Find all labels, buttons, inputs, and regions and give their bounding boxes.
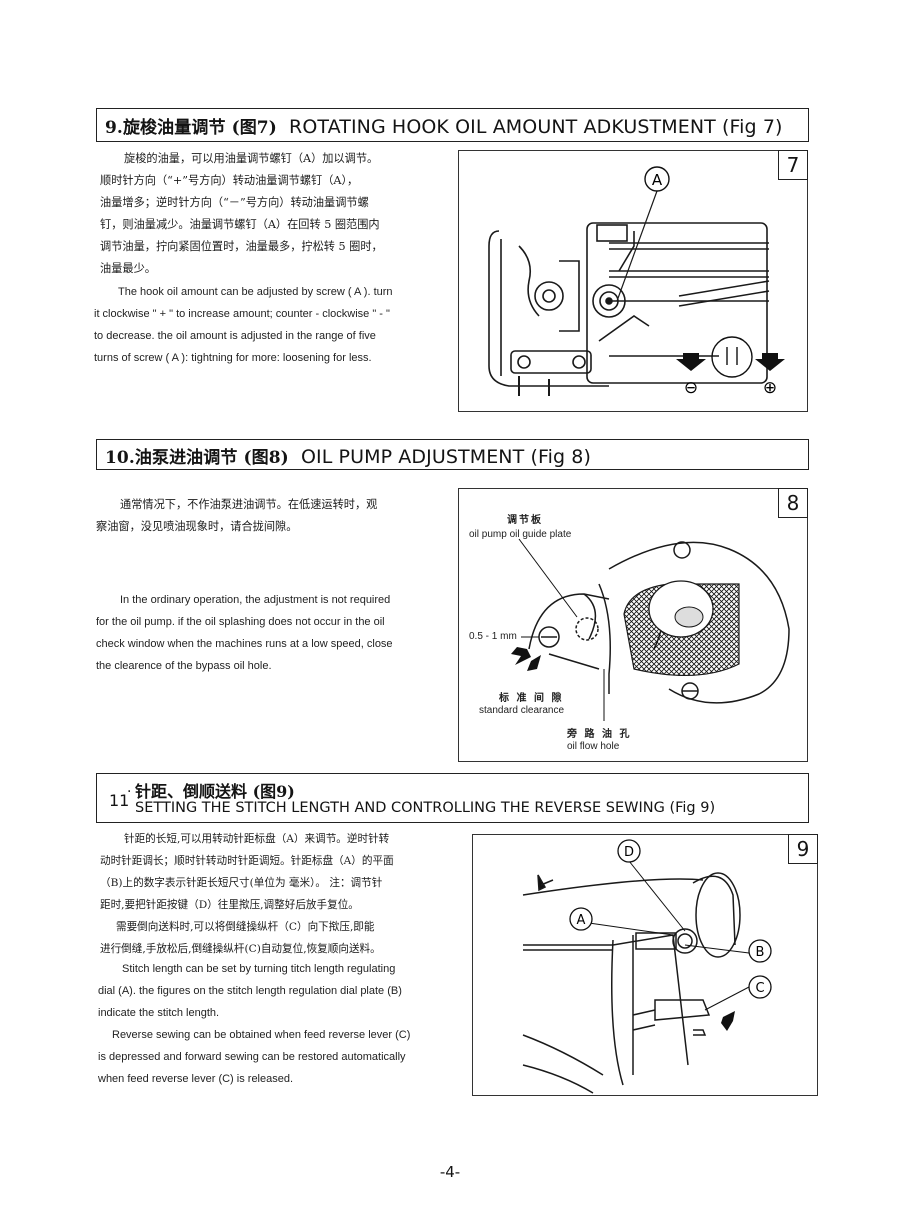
- cn-line: 进行倒缝,手放松后,倒缝操纵杆(C)自动复位,恢复顺向送料。: [100, 943, 381, 955]
- figure-7-number: 7: [778, 150, 808, 180]
- plus-icon: ⊕: [763, 378, 777, 398]
- cn-line: 顺时针方向（“+”号方向）转动油量调节螺钉（A），: [100, 174, 359, 187]
- en-line: In the ordinary operation, the adjustmen…: [120, 594, 391, 606]
- minus-icon: ⊖: [684, 378, 698, 398]
- callout-a-circle: [644, 166, 670, 192]
- section-9-title: 9.旋梭油量调节 (图7) ROTATING HOOK OIL AMOUNT A…: [105, 113, 783, 138]
- section-9-header: 9.旋梭油量调节 (图7) ROTATING HOOK OIL AMOUNT A…: [96, 108, 809, 142]
- en-line: for the oil pump. if the oil splashing d…: [96, 616, 385, 628]
- gap-label: 0.5 - 1 mm: [469, 631, 517, 642]
- clearance-label-cn: 标 准 间 隙: [499, 693, 564, 704]
- callout-d-label: D: [624, 845, 634, 860]
- guide-plate-label-cn: 调节板: [507, 515, 543, 526]
- figure-9: 9 D A B: [472, 834, 818, 1096]
- cn-line: 钉，则油量减少。油量调节螺钉（A）在回转 5 圈范围内: [100, 218, 380, 231]
- en-line: check window when the machines runs at a…: [96, 638, 393, 650]
- section-9-title-en: ROTATING HOOK OIL AMOUNT ADKUSTMENT (Fig…: [289, 116, 783, 138]
- en-line: it clockwise " + " to increase amount; c…: [94, 308, 390, 320]
- section-10-cn-text: 通常情况下，不作油泵进油调节。在低速运转时，观 察油窗，没见喷油现象时，请合拢间…: [96, 494, 446, 538]
- section-11-header: 11 · 针距、倒顺送料 (图9) SETTING THE STITCH LEN…: [96, 773, 809, 823]
- callout-b-label: B: [756, 945, 765, 960]
- hook-mechanism-illustration: A ⊖ ⊕: [488, 166, 785, 398]
- oil-pump-illustration: [511, 538, 790, 721]
- en-line: The hook oil amount can be adjusted by s…: [118, 286, 393, 298]
- callout-d-circle: [617, 839, 641, 863]
- arrow-left-icon: [676, 353, 706, 371]
- arrow-icon: [721, 1011, 735, 1031]
- figure-8: 8 调节板 oil pump oil guid: [458, 488, 808, 762]
- section-11-title-en: SETTING THE STITCH LENGTH AND CONTROLLIN…: [135, 800, 716, 816]
- guide-plate-label-en: oil pump oil guide plate: [469, 529, 572, 540]
- cn-line: 通常情况下，不作油泵进油调节。在低速运转时，观: [120, 498, 378, 511]
- figure-7: 7: [458, 150, 808, 412]
- cn-line: 察油窗，没见喷油现象时，请合拢间隙。: [96, 520, 298, 533]
- section-11-cn-text: 针距的长短,可以用转动针距标盘（A）来调节。逆时针转 动时针距调长；顺时针转动时…: [100, 828, 465, 960]
- en-line: when feed reverse lever (C) is released.: [98, 1073, 294, 1085]
- section-10-title-en: OIL PUMP ADJUSTMENT (Fig 8): [300, 446, 591, 468]
- en-line: the clearence of the bypass oil hole.: [96, 660, 272, 672]
- stitch-dial-illustration: D A B C: [522, 839, 772, 1094]
- en-line: Reverse sewing can be obtained when feed…: [112, 1029, 411, 1041]
- section-11-title-cn: 针距、倒顺送料 (图9): [135, 782, 295, 801]
- en-line: dial (A). the figures on the stitch leng…: [98, 985, 402, 997]
- arrow-right-icon: [755, 353, 785, 371]
- cn-line: 调节油量，拧向紧固位置时，油量最多，拧松转 5 圈时，: [100, 240, 383, 253]
- clearance-label-en: standard clearance: [479, 705, 565, 716]
- section-10-title-cn: 10.油泵进油调节 (图8): [105, 448, 289, 468]
- hole-label-en: oil flow hole: [567, 741, 620, 752]
- callout-c-label: C: [755, 981, 764, 996]
- cn-line: 油量最少。: [100, 262, 156, 275]
- section-10-title: 10.油泵进油调节 (图8) OIL PUMP ADJUSTMENT (Fig …: [105, 443, 591, 468]
- arrow-icon: [527, 655, 541, 671]
- page-number: -4-: [439, 1163, 461, 1181]
- arrow-icon: [511, 647, 531, 665]
- section-10-en-text: In the ordinary operation, the adjustmen…: [96, 589, 451, 677]
- section-9-en-text: The hook oil amount can be adjusted by s…: [94, 281, 444, 369]
- section-10-header: 10.油泵进油调节 (图8) OIL PUMP ADJUSTMENT (Fig …: [96, 439, 809, 470]
- callout-a-label: A: [652, 171, 663, 189]
- cn-line: 需要倒向送料时,可以将倒缝操纵杆（C）向下揿压,即能: [116, 921, 375, 933]
- section-9-title-cn: 9.旋梭油量调节 (图7): [105, 118, 277, 138]
- cn-line: 距时,要把针距按键（D）往里揿压,调整好后放手复位。: [100, 899, 359, 911]
- section-11-en-text: Stitch length can be set by turning titc…: [98, 958, 463, 1090]
- figure-9-number: 9: [788, 834, 818, 864]
- cn-line: （B)上的数字表示针距长短尺寸(单位为 毫米）。 注：调节针: [100, 877, 383, 889]
- cn-line: 油量增多；逆时针方向（“－”号方向）转动油量调节螺: [100, 196, 369, 209]
- en-line: is depressed and forward sewing can be r…: [98, 1051, 406, 1063]
- cn-line: 动时针距调长；顺时针转动时针距调短。针距标盘（A）的平面: [100, 855, 394, 867]
- cn-line: 旋梭的油量，可以用油量调节螺钉（A）加以调节。: [124, 152, 379, 165]
- callout-c-circle: [748, 975, 772, 999]
- en-line: indicate the stitch length.: [98, 1007, 220, 1019]
- cn-line: 针距的长短,可以用转动针距标盘（A）来调节。逆时针转: [124, 833, 390, 845]
- hole-label-cn: 旁 路 油 孔: [567, 729, 632, 740]
- section-9-cn-text: 旋梭的油量，可以用油量调节螺钉（A）加以调节。 顺时针方向（“+”号方向）转动油…: [100, 148, 450, 280]
- en-line: Stitch length can be set by turning titc…: [122, 963, 396, 975]
- callout-a-circle: [569, 907, 593, 931]
- section-11-number-dot: ·: [127, 784, 132, 800]
- en-line: to decrease. the oil amount is adjusted …: [94, 330, 376, 342]
- figure-8-number: 8: [778, 488, 808, 518]
- callout-b-circle: [748, 939, 772, 963]
- en-line: turns of screw ( A ): tightning for more…: [94, 352, 372, 364]
- callout-a-label: A: [577, 913, 586, 928]
- section-11-number: 11: [109, 791, 130, 810]
